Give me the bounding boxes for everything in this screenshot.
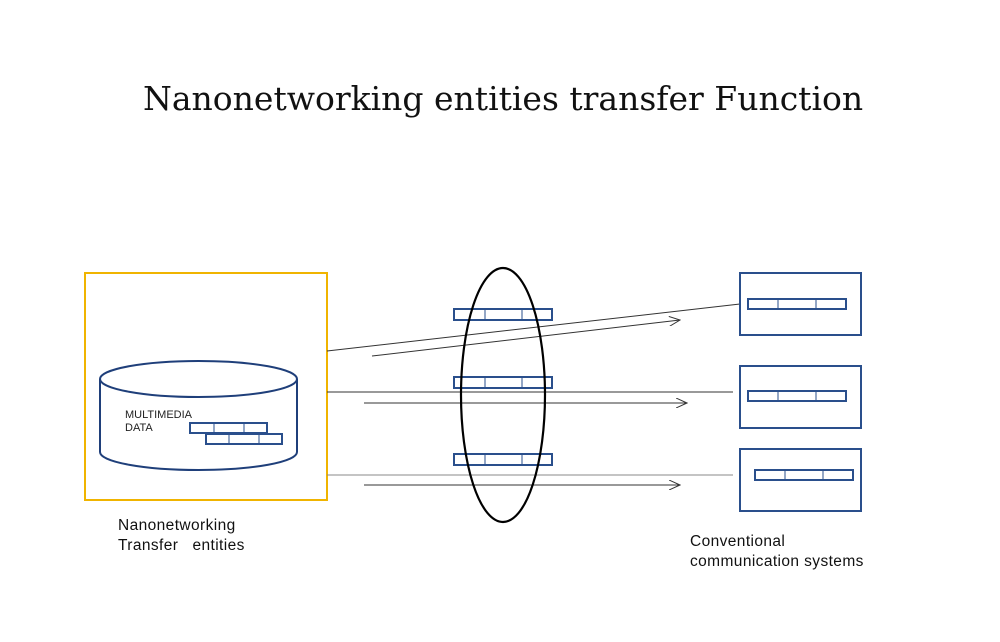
transfer-arrow	[371, 320, 680, 357]
nanonetworking-entity-box	[84, 272, 328, 501]
destination-label-line2: communication systems	[690, 553, 864, 570]
link-line	[326, 303, 741, 352]
source-label-line1: Nanonetworking	[118, 517, 236, 534]
data-packet	[453, 453, 553, 466]
conventional-system-box	[739, 448, 862, 512]
conventional-system-box	[739, 272, 862, 336]
data-packet	[453, 376, 553, 389]
source-label-line2: Transfer entities	[118, 537, 245, 554]
destination-label-line1: Conventional	[690, 533, 785, 550]
storage-label-line2: DATA	[125, 422, 153, 434]
conventional-system-box	[739, 365, 862, 429]
diagram-title: Nanonetworking entities transfer Functio…	[143, 79, 863, 118]
data-packet	[453, 308, 553, 321]
data-packet	[189, 422, 268, 434]
transfer-channel-ellipse	[459, 266, 547, 524]
storage-label-line1: MULTIMEDIA	[125, 409, 193, 421]
data-packet	[205, 433, 283, 445]
